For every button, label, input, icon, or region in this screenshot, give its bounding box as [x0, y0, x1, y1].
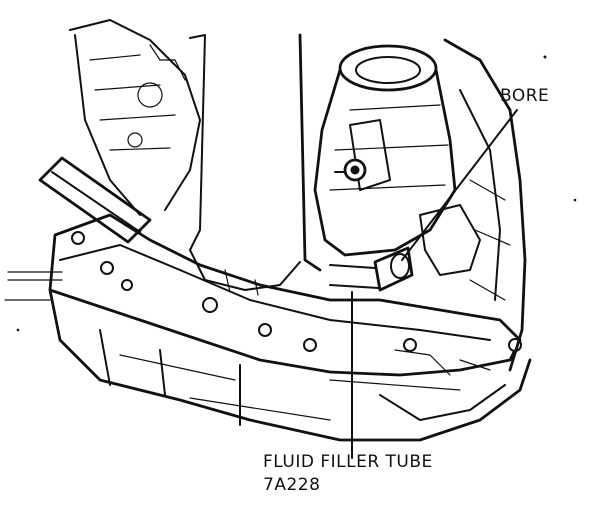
filler-tube-funnel [313, 44, 457, 257]
tube-fitting [329, 246, 414, 292]
specks [16, 55, 577, 332]
part-number-label: 7A228 [263, 475, 321, 495]
leader-lines [351, 109, 518, 459]
transmission-case [48, 288, 532, 442]
dipstick-handle [38, 156, 152, 244]
left-pipes [4, 271, 63, 301]
oil-pan-flange [48, 213, 522, 377]
bore-label: BORE [500, 86, 550, 106]
engine-block [69, 19, 206, 231]
fluid-filler-tube-label: FLUID FILLER TUBE [263, 452, 433, 472]
bore-leader-line [401, 109, 518, 261]
bell-housing [419, 38, 527, 372]
tube-bracket [334, 119, 391, 191]
shaft-column [189, 33, 322, 296]
